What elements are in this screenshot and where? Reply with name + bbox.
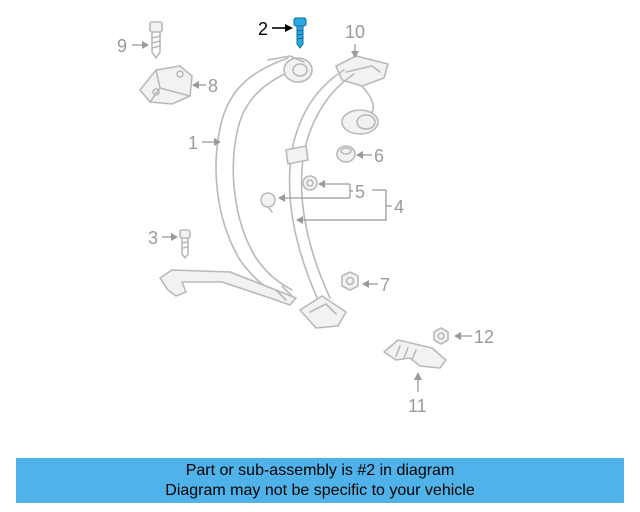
part-12-nut <box>433 327 449 345</box>
part-10-retractor <box>285 55 389 329</box>
banner-line-disclaimer: Diagram may not be specific to your vehi… <box>165 482 475 499</box>
callout-3: 3 <box>148 228 158 248</box>
part-8-bracket <box>139 65 193 105</box>
callout-8: 8 <box>208 76 218 96</box>
banner-line-part: Part or sub-assembly is #2 in diagram <box>185 462 455 479</box>
part-11-anchor-bracket <box>383 339 447 369</box>
callout-2: 2 <box>258 19 268 39</box>
callout-4: 4 <box>394 197 404 217</box>
part-7-nut <box>341 271 359 291</box>
callout-7: 7 <box>380 275 390 295</box>
callout-10: 10 <box>345 22 365 42</box>
info-banner: Part or sub-assembly is #2 in diagram Di… <box>16 458 624 503</box>
callout-12: 12 <box>474 327 494 347</box>
callout-6: 6 <box>374 146 384 166</box>
part-3-screw <box>179 229 191 259</box>
part-6-cap <box>336 145 356 163</box>
parts-diagram: 9 8 2 1 <box>117 17 494 416</box>
callout-1: 1 <box>188 133 198 153</box>
callout-9: 9 <box>117 36 127 56</box>
callout-11: 11 <box>408 396 427 416</box>
part-1-belt <box>159 55 313 306</box>
part-5-clips <box>260 175 318 213</box>
part-2-bolt <box>293 17 307 49</box>
part-9-bolt <box>149 21 163 59</box>
callout-5: 5 <box>355 182 365 202</box>
